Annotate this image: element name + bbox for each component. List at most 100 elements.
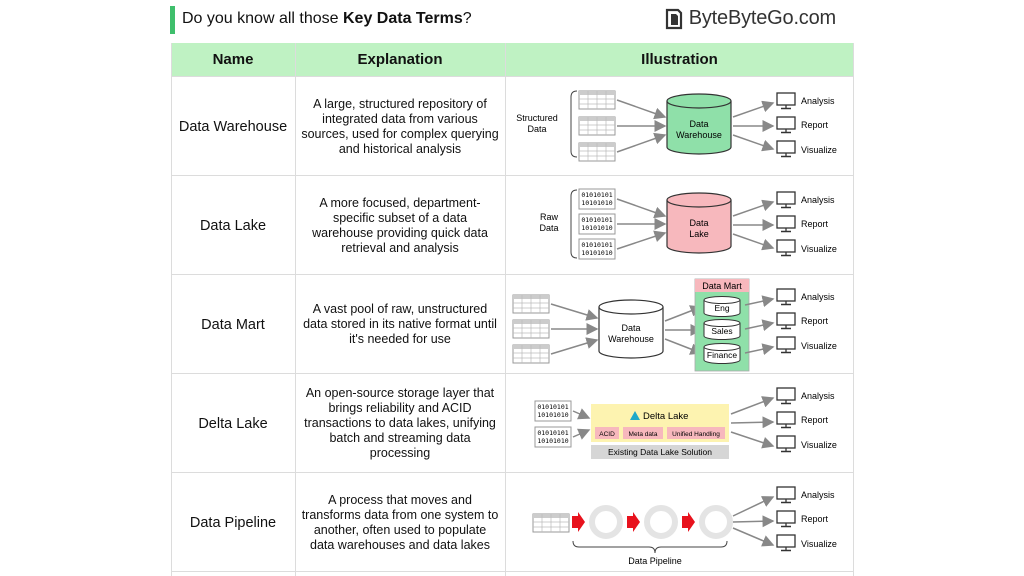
existing-data-lake-base — [591, 445, 729, 459]
table-row-delta-lake: Delta Lake An open-source storage layer … — [171, 374, 854, 473]
column-header-explanation: Explanation — [357, 51, 443, 68]
key-data-terms-table: Name Explanation Illustration Data Wareh… — [171, 43, 854, 576]
data-mart-title-bar — [695, 279, 749, 292]
header-accent-bar — [170, 6, 175, 34]
illustration-data-pipeline: Data Pipeline Analysis Report Visualize — [505, 473, 854, 572]
term-name: Data Lake — [199, 217, 267, 234]
illustration-data-warehouse: Structured Data Data Warehouse — [505, 77, 854, 176]
store-label: Data — [689, 119, 708, 129]
mart-label: Eng — [714, 303, 729, 313]
illustration-data-lake: Raw Data 01010101 10101010 01010101 1010… — [505, 176, 854, 275]
output-label: Visualize — [801, 244, 837, 254]
mart-sales-cylinder-icon — [703, 319, 741, 340]
source-label: Data — [539, 223, 558, 233]
red-arrow-icon — [627, 512, 640, 532]
monitor-icon — [776, 239, 796, 257]
feature-label: ACID — [599, 431, 615, 438]
mart-label: Finance — [707, 350, 738, 360]
store-label: Data — [621, 323, 640, 333]
svg-text:10101010: 10101010 — [581, 199, 612, 207]
data-warehouse-cylinder-icon — [666, 93, 732, 155]
source-label: Data — [527, 124, 546, 134]
raw-data-binary-icon: 01010101 10101010 — [578, 188, 616, 210]
output-label: Report — [801, 514, 829, 524]
monitor-icon — [776, 534, 796, 552]
column-divider — [505, 43, 506, 576]
term-name: Data Mart — [201, 316, 265, 333]
term-explanation: A large, structured repository of integr… — [301, 96, 499, 156]
output-label: Visualize — [801, 440, 837, 450]
term-explanation: A more focused, department-specific subs… — [312, 195, 488, 255]
table-header-row: Name Explanation Illustration — [171, 43, 854, 76]
structured-data-sheet-icon — [578, 116, 616, 136]
monitor-icon — [776, 486, 796, 504]
output-label: Report — [801, 316, 829, 326]
table-row-data-mart: Data Mart A vast pool of raw, unstructur… — [171, 275, 854, 374]
svg-text:10101010: 10101010 — [537, 411, 568, 419]
monitor-icon — [776, 435, 796, 453]
illustration-data-mart: Data Warehouse Data Mart Eng Sales — [505, 275, 854, 374]
term-name: Data Pipeline — [189, 514, 277, 531]
row-divider — [171, 274, 854, 275]
data-warehouse-cylinder-icon — [598, 299, 664, 359]
monitor-icon — [776, 411, 796, 429]
svg-text:01010101: 01010101 — [581, 191, 612, 199]
feature-badge — [595, 427, 619, 439]
column-header-illustration: Illustration — [641, 51, 718, 68]
brand[interactable]: ByteByteGo.com — [663, 7, 836, 30]
store-label: Warehouse — [676, 130, 722, 140]
illustration-delta-lake: 01010101 10101010 01010101 10101010 Delt… — [505, 374, 854, 473]
mart-label: Sales — [711, 326, 732, 336]
store-label: Warehouse — [608, 334, 654, 344]
structured-data-sheet-icon — [532, 513, 570, 533]
raw-data-binary-icon: 01010101 10101010 — [578, 213, 616, 235]
mart-finance-cylinder-icon — [703, 343, 741, 364]
data-mart-title: Data Mart — [702, 281, 742, 291]
store-label: Data — [689, 218, 708, 228]
column-header-name: Name — [212, 51, 254, 68]
monitor-icon — [776, 288, 796, 306]
svg-text:10101010: 10101010 — [537, 437, 568, 445]
table-border — [171, 43, 854, 576]
svg-text:01010101: 01010101 — [537, 403, 568, 411]
red-arrow-icon — [572, 512, 585, 532]
structured-data-sheet-icon — [512, 344, 550, 364]
page-title: Do you know all those Key Data Terms? — [182, 10, 472, 27]
term-explanation: An open-source storage layer that brings… — [304, 386, 496, 460]
pipeline-stage-ring-icon — [589, 505, 623, 539]
column-divider — [295, 43, 296, 576]
table-row-data-warehouse: Data Warehouse A large, structured repos… — [171, 77, 854, 176]
row-divider — [171, 76, 854, 77]
output-label: Analysis — [801, 195, 835, 205]
output-label: Visualize — [801, 341, 837, 351]
brand-name: ByteByteGo.com — [688, 7, 836, 29]
row-divider — [171, 571, 854, 572]
source-label: Raw — [540, 212, 559, 222]
svg-text:01010101: 01010101 — [537, 429, 568, 437]
svg-text:10101010: 10101010 — [581, 224, 612, 232]
output-label: Analysis — [801, 96, 835, 106]
red-arrow-icon — [682, 512, 695, 532]
pipeline-label: Data Pipeline — [628, 556, 682, 566]
table-row-data-pipeline: Data Pipeline A process that moves and t… — [171, 473, 854, 572]
monitor-icon — [776, 336, 796, 354]
pipeline-bracket — [572, 540, 728, 554]
data-lake-cylinder-icon — [666, 192, 732, 254]
pipeline-stage-ring-icon — [699, 505, 733, 539]
structured-data-sheet-icon — [578, 90, 616, 110]
delta-lake-title: Delta Lake — [643, 411, 688, 422]
pipeline-stage-ring-icon — [644, 505, 678, 539]
monitor-icon — [776, 92, 796, 110]
delta-lake-logo-icon — [630, 411, 640, 420]
page-header: Do you know all those Key Data Terms? By… — [170, 5, 860, 35]
raw-data-binary-icon: 01010101 10101010 — [578, 238, 616, 260]
output-label: Analysis — [801, 490, 835, 500]
mart-eng-cylinder-icon — [703, 296, 741, 317]
bytebytego-logo-icon — [665, 8, 682, 29]
monitor-icon — [776, 140, 796, 158]
row-divider — [171, 472, 854, 473]
monitor-icon — [776, 510, 796, 528]
svg-text:01010101: 01010101 — [581, 216, 612, 224]
monitor-icon — [776, 387, 796, 405]
structured-data-sheet-icon — [578, 142, 616, 162]
